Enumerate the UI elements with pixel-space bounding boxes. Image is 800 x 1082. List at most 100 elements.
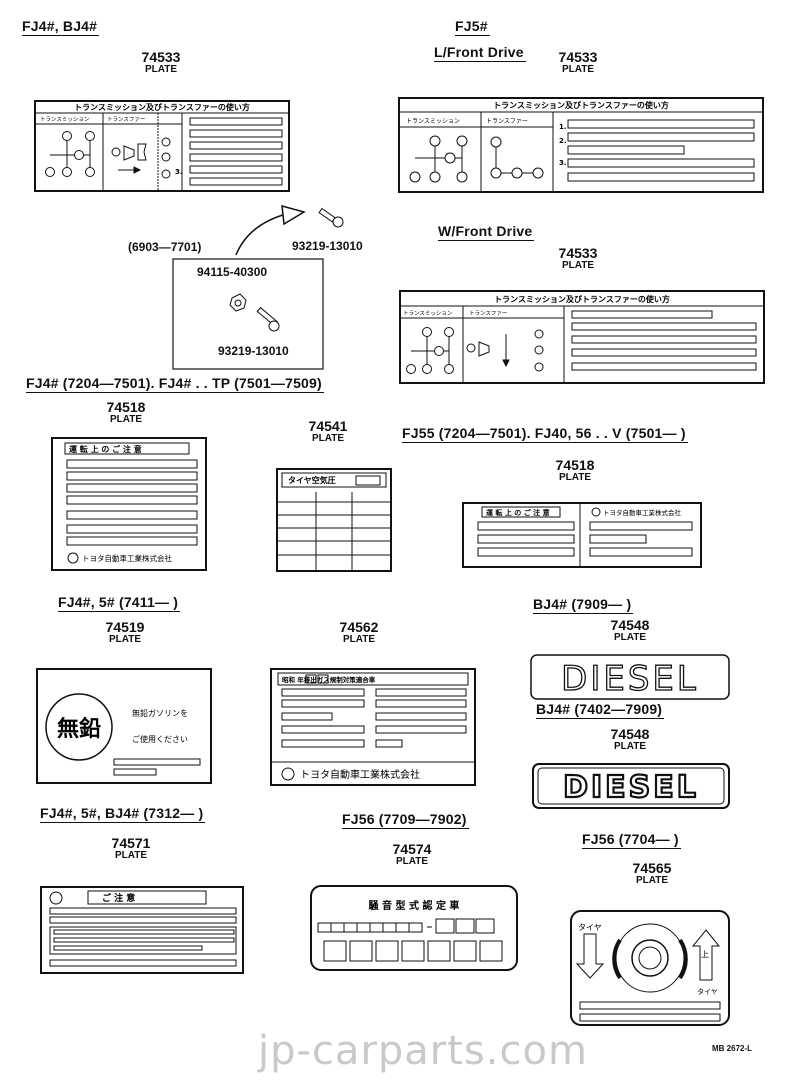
callout-nut: 94115-40300 (197, 265, 268, 279)
item-number: 1. (559, 123, 567, 131)
tire-pressure-table (277, 492, 391, 571)
plate-title-text: トランスミッション及びトランスファーの使い方 (493, 100, 669, 110)
watermark-text: jp-carparts.com (258, 1028, 588, 1074)
up-label: 上 (701, 950, 709, 959)
plate-title-text: トランスミッション及びトランスファーの使い方 (494, 294, 670, 304)
callout-bolt-inner: 93219-13010 (218, 344, 289, 358)
toyota-logo-icon (281, 767, 295, 781)
transfer-label: トランスファー (107, 116, 145, 123)
callout-detail-box (172, 258, 324, 370)
toyota-logo-icon (67, 552, 79, 564)
caution-title: 運 転 上 の ご 注 意 (69, 444, 142, 454)
unleaded-gas-text: 無鉛ガソリンを (132, 708, 188, 718)
plate-74548-diesel-b: DIESEL (532, 763, 730, 809)
plate-74574-noise: 騒 音 型 式 認 定 車 (310, 885, 518, 971)
plate-74541-tire-pressure: タイヤ空気圧 (276, 468, 392, 572)
transfer-lever-diagram (466, 329, 544, 372)
callout-arrow (235, 204, 344, 256)
section-header-fj4-bj4: FJ4#, BJ4# (22, 18, 100, 36)
bolt-icon (256, 306, 280, 332)
plate-74519-unleaded: 無鉛 無鉛ガソリンを ご使用ください (36, 668, 212, 784)
caution-title: 運 転 上 の ご 注 意 (486, 508, 550, 517)
callout-bolt-top: 93219-13010 (292, 239, 363, 253)
up-arrow-icon (691, 929, 721, 981)
section-header-fj55: FJ55 (7204—7501). FJ40, 56 . . V (7501— … (402, 425, 688, 443)
please-use-text: ご使用ください (132, 734, 188, 744)
toyota-label: トヨタ自動車工業株式会社 (603, 508, 682, 517)
diesel-text: DIESEL (561, 659, 699, 699)
emission-title: 昭和 年排出ガス規制対策適合車 (282, 675, 376, 684)
item-number: 2. (559, 137, 567, 145)
subsection-w-front-drive: W/Front Drive (438, 223, 535, 241)
shift-pattern-diagram (45, 131, 95, 177)
section-header-fj4-7204: FJ4# (7204—7501). FJ4# . . TP (7501—7509… (26, 375, 324, 393)
section-header-fj4-5-7411: FJ4#, 5# (7411— ) (58, 594, 181, 612)
plate-74571-caution: ご 注 意 (40, 886, 244, 974)
blank-lines (281, 688, 467, 748)
code-boxes-row-1 (317, 918, 495, 934)
section-header-bj4-7909: BJ4# (7909— ) (533, 596, 634, 614)
transmission-label: トランスミッション (40, 116, 90, 123)
plate-74518-caution: 運 転 上 の ご 注 意 トヨタ自動車工業株式会社 (51, 437, 207, 571)
plate-74533-transfer-fj4: トランスミッション及びトランスファーの使い方 トランスミッション トランスファー… (34, 100, 290, 192)
section-header-fj5: FJ5# (455, 18, 490, 36)
blank-lines (49, 907, 237, 967)
transmission-label: トランスミッション (406, 118, 460, 125)
caution-title: ご 注 意 (102, 892, 135, 904)
transfer-lever-diagram (111, 137, 171, 179)
toyota-label: トヨタ自動車工業株式会社 (82, 553, 172, 563)
unleaded-circle (45, 693, 113, 761)
transmission-label: トランスミッション (403, 310, 453, 317)
nut-icon (229, 293, 247, 312)
blank-boxes (113, 758, 201, 776)
diesel-text: DIESEL (563, 770, 699, 805)
transfer-pattern-diagram (490, 136, 544, 179)
blank-lines (579, 1001, 721, 1022)
plate-74565-tire-dial: タイヤ 上 タイヤ (570, 910, 730, 1026)
section-header-bj4-7402: BJ4# (7402—7909) (536, 701, 665, 719)
code-boxes-row-2 (323, 940, 503, 962)
toyota-logo-icon (591, 507, 601, 517)
tire-dial-icon (612, 923, 688, 993)
bolt-icon (318, 207, 344, 228)
tire-label-right: タイヤ (697, 987, 718, 996)
item-number: 3. (559, 159, 567, 167)
tire-pressure-title: タイヤ空気圧 (288, 475, 336, 485)
section-header-fj4-5-bj4-7312: FJ4#, 5#, BJ4# (7312— ) (40, 805, 206, 823)
toyota-logo-icon (49, 891, 63, 905)
unleaded-big-text: 無鉛 (57, 716, 101, 742)
drawing-code: MB 2672-L (712, 1044, 753, 1053)
callout-ref-6903: (6903—7701) (128, 240, 202, 254)
blank-lines (567, 119, 755, 182)
plate-74518-caution-wide: 運 転 上 の ご 注 意 トヨタ自動車工業株式会社 (462, 502, 702, 568)
blank-lines (571, 310, 757, 371)
blank-lines (66, 459, 198, 546)
item-number: 3. (175, 168, 183, 176)
plate-title-text: トランスミッション及びトランスファーの使い方 (74, 102, 250, 112)
toyota-label: トヨタ自動車工業株式会社 (300, 768, 420, 781)
blank-lines (477, 521, 693, 557)
shift-pattern-diagram (406, 327, 454, 374)
tire-label-left: タイヤ (578, 923, 602, 932)
section-header-fj56-7704: FJ56 (7704— ) (582, 831, 681, 849)
plate-74533-transfer-w-front: トランスミッション及びトランスファーの使い方 トランスミッション トランスファー (399, 290, 765, 384)
subsection-l-front-drive: L/Front Drive (434, 44, 526, 62)
shift-pattern-diagram (409, 135, 468, 183)
blank-lines (189, 117, 283, 186)
plate-74533-transfer-l-front: トランスミッション及びトランスファーの使い方 トランスミッション トランスファー… (398, 97, 764, 193)
transfer-label: トランスファー (486, 118, 528, 125)
section-header-fj56-7709: FJ56 (7709—7902) (342, 811, 469, 829)
